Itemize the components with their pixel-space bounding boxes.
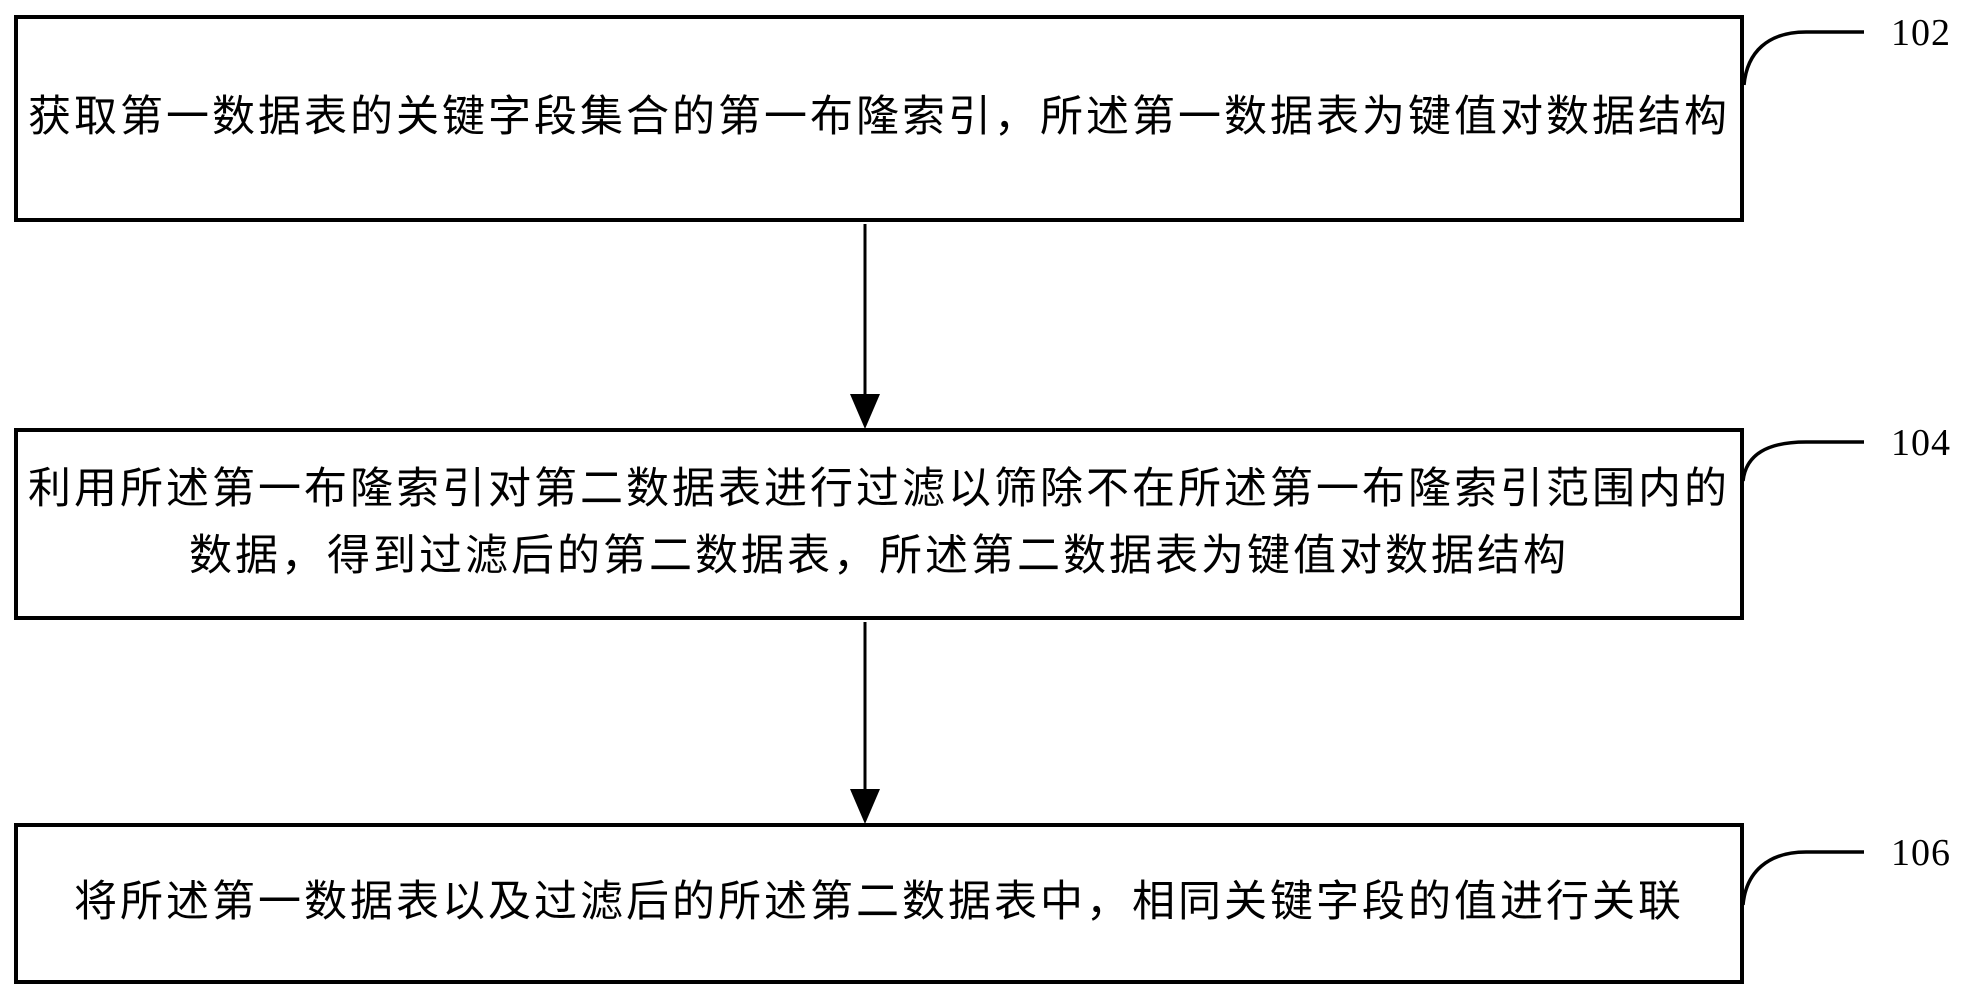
flow-arrow-1 — [850, 224, 880, 429]
ref-label-106: 106 — [1891, 832, 1951, 874]
arrowhead-icon — [850, 789, 880, 824]
step-text-102: 获取第一数据表的关键字段集合的第一布隆索引，所述第一数据表为键值对数据结构 — [28, 94, 1730, 142]
leader-line-102 — [1742, 30, 1864, 86]
step-text-104: 利用所述第一布隆索引对第二数据表进行过滤以筛除不在所述第一布隆索引范围内的数据，… — [28, 466, 1730, 580]
step-box-102: 获取第一数据表的关键字段集合的第一布隆索引，所述第一数据表为键值对数据结构 — [14, 15, 1744, 222]
ref-label-104: 104 — [1891, 422, 1951, 464]
step-box-106: 将所述第一数据表以及过滤后的所述第二数据表中，相同关键字段的值进行关联 — [14, 823, 1744, 984]
step-box-104: 利用所述第一布隆索引对第二数据表进行过滤以筛除不在所述第一布隆索引范围内的数据，… — [14, 428, 1744, 620]
step-text-106: 将所述第一数据表以及过滤后的所述第二数据表中，相同关键字段的值进行关联 — [74, 879, 1684, 927]
flow-arrow-2 — [850, 622, 880, 824]
leader-line-106 — [1741, 850, 1864, 906]
arrowhead-icon — [850, 394, 880, 429]
leader-line-104 — [1741, 440, 1864, 482]
ref-label-102: 102 — [1891, 12, 1951, 54]
